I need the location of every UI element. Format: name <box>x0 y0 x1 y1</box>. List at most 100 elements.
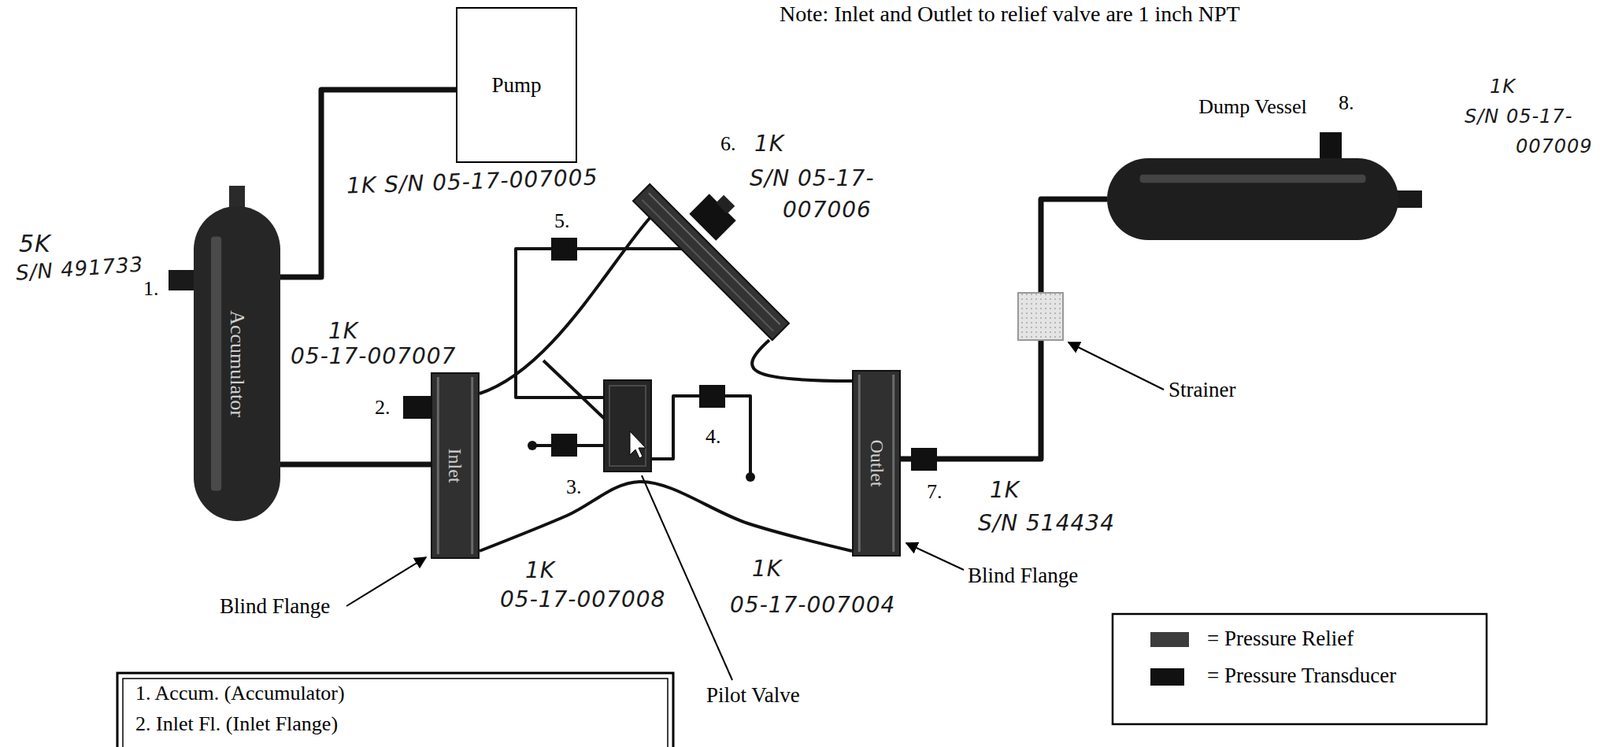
line-end-dot <box>527 440 538 451</box>
serial-annotation: 1K S/N 05-17-007005 <box>346 163 599 199</box>
legend-swatch <box>1150 632 1189 648</box>
serial-annotation: 007006 <box>782 196 872 223</box>
callout-number-holder: 3. <box>566 475 582 500</box>
callout-number-holder: 8. <box>1338 91 1355 115</box>
serial-annotation-holder: 05-17-007008 <box>500 586 666 613</box>
tube <box>543 360 608 423</box>
pilot-valve-frame <box>609 385 646 467</box>
pressure-transducer <box>699 385 726 408</box>
note-text: Note: Inlet and Outlet to relief valve a… <box>779 1 1241 27</box>
flange-stripe <box>470 377 474 555</box>
callout-number: 7. <box>926 480 943 504</box>
vessel-highlight <box>211 237 222 492</box>
legend-text: = Pressure Relief <box>1207 626 1354 652</box>
rating-annotation: 1K <box>751 555 782 582</box>
tube <box>751 340 852 382</box>
key-list-item-holder: 1. Accum. (Accumulator) <box>135 681 345 706</box>
serial-annotation: 05-17-007007 <box>290 343 456 370</box>
key-box-inner <box>122 678 668 747</box>
legend-text-holder: = Pressure Relief <box>1207 626 1354 652</box>
pilot-valve-pointer <box>629 431 646 459</box>
part-name: Accumulator <box>225 310 249 418</box>
vessel-heading: Dump Vessel <box>1198 95 1307 119</box>
rating-annotation-holder: 1K <box>525 557 556 584</box>
callout-number: 1. <box>143 277 160 301</box>
callout-number-holder: 6. <box>720 132 737 156</box>
serial-annotation-holder: 007009 <box>1515 135 1593 158</box>
rating-annotation-holder: 1K <box>328 318 359 345</box>
serial-annotation-holder: 007006 <box>782 196 872 223</box>
serial-annotation: 007009 <box>1515 135 1593 158</box>
serial-annotation: S/N 514434 <box>977 510 1115 537</box>
callout-number-holder: 2. <box>374 396 391 420</box>
relief-valve-actuator <box>688 187 743 241</box>
pressure-transducer <box>551 433 578 457</box>
pressure-transducer <box>403 396 431 419</box>
callout-number: 6. <box>720 132 737 156</box>
serial-annotation-holder: 05-17-007004 <box>729 592 896 619</box>
legend-box <box>1112 614 1487 725</box>
callout-number: 8. <box>1338 91 1355 115</box>
leader-line <box>1068 342 1164 390</box>
key-list-item: 2. Inlet Fl. (Inlet Flange) <box>135 712 338 737</box>
dump-vessel: Dump Vessel <box>1107 158 1399 241</box>
flange-body <box>431 373 479 559</box>
rating-annotation: 1K <box>1489 75 1516 98</box>
callout-number-holder: 5. <box>554 209 571 234</box>
part-label-holder: Blind Flange <box>967 563 1078 589</box>
actuator-cap <box>715 195 735 215</box>
outlet-blind-flange: Outlet <box>851 370 901 557</box>
rating-annotation-holder: 5K <box>18 229 52 258</box>
rating-annotation-holder: 1K <box>751 555 782 582</box>
pressure-transducer <box>688 193 736 241</box>
serial-annotation-holder: S/N 05-17- <box>749 165 875 192</box>
flange-stripe <box>892 374 895 552</box>
vessel-highlight <box>1140 174 1367 183</box>
callout-number: 5. <box>554 209 571 234</box>
flange-stripe <box>858 374 861 552</box>
callout-number-holder: 1. <box>143 277 160 301</box>
relief-valve-stripe <box>648 192 781 325</box>
note-text-holder: Note: Inlet and Outlet to relief valve a… <box>779 1 1241 27</box>
legend-swatch <box>1150 668 1185 686</box>
part-name: Pump <box>491 73 541 98</box>
rating-annotation: 5K <box>18 229 52 258</box>
part-label: Blind Flange <box>967 563 1078 589</box>
vessel-shell <box>1107 158 1399 241</box>
tube <box>479 217 651 394</box>
pilot-valve <box>603 380 652 472</box>
rating-annotation: 1K <box>328 318 359 345</box>
part-label-holder: Blind Flange <box>219 594 330 619</box>
accumulator-vessel: Accumulator <box>193 206 281 522</box>
leader-line <box>346 557 426 607</box>
pressure-transducer <box>168 270 196 291</box>
rating-annotation: 1K <box>989 477 1020 504</box>
serial-annotation: S/N 05-17- <box>749 165 875 192</box>
rating-annotation: 1K <box>754 130 785 157</box>
leader-line <box>641 475 733 681</box>
tubing <box>479 217 852 478</box>
serial-annotation-holder: S/N 514434 <box>977 510 1115 537</box>
line-end-dot <box>745 472 756 482</box>
key-box <box>117 673 674 747</box>
rating-annotation-holder: 1K <box>754 130 785 157</box>
flange-body <box>852 370 900 556</box>
rating-annotation: 1K <box>525 557 556 584</box>
serial-annotation-holder: S/N 05-17- <box>1464 105 1573 128</box>
flange-stripe <box>437 377 440 555</box>
callout-number: 4. <box>705 425 722 449</box>
callout-number-holder: 4. <box>705 425 722 449</box>
part-label-holder: Strainer <box>1168 377 1236 403</box>
legend-text-holder: = Pressure Transducer <box>1207 663 1397 689</box>
dump-vessel-outline <box>1107 158 1399 241</box>
legend-text: = Pressure Transducer <box>1207 663 1397 689</box>
key-list-item: 1. Accum. (Accumulator) <box>135 681 345 706</box>
strainer <box>1018 292 1063 341</box>
serial-annotation: 05-17-007008 <box>500 586 666 613</box>
relief-valve-body <box>633 184 789 341</box>
tube <box>651 396 751 478</box>
pump-box: Pump <box>455 7 578 163</box>
